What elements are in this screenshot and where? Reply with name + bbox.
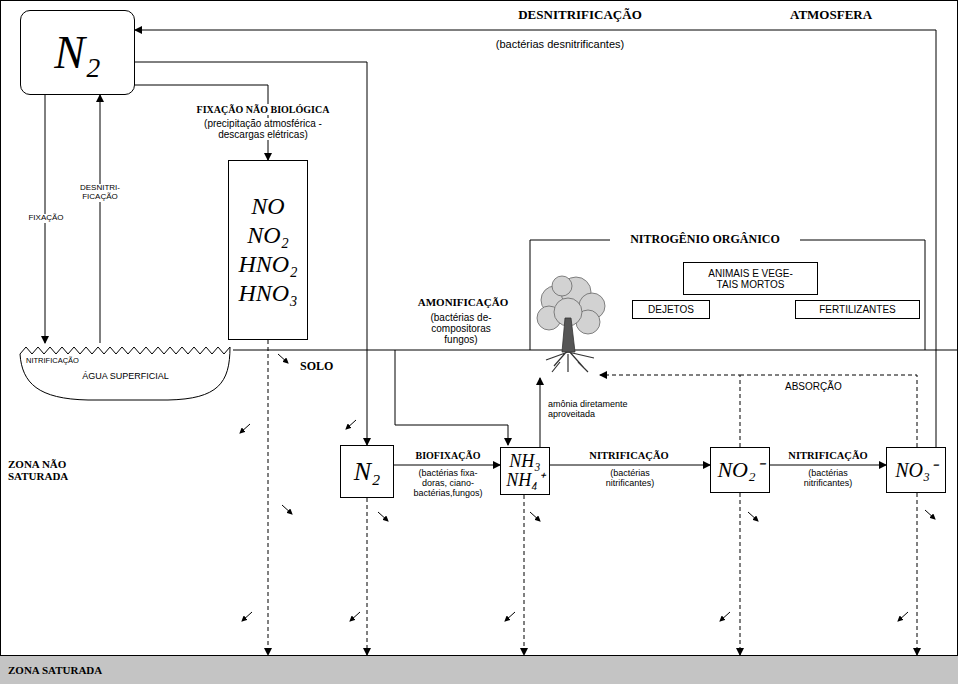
node-text: NO₂ xyxy=(238,221,297,250)
node-text: HNO₃ xyxy=(238,279,297,308)
absorption-arrow xyxy=(600,375,740,447)
nitrogen-reservoir-box: N₂ xyxy=(20,10,135,95)
edge-label: FIXAÇÃO NÃO BIOLÓGICA xyxy=(170,104,356,115)
annotation-label: ABSORÇÃO xyxy=(785,381,842,392)
connector xyxy=(550,465,710,466)
annotation-label: NITROGÊNIO ORGÂNICO xyxy=(612,233,798,246)
node-text: DEJETOS xyxy=(648,304,694,315)
soil-nitrogen-box: N₂ xyxy=(340,445,394,498)
node-text: NITRIFICAÇÃO xyxy=(26,357,106,365)
edge-label: NITRIFICAÇÃO xyxy=(770,450,886,462)
nitrite-box: NO₂⁻ xyxy=(710,447,770,493)
annotation-label: (bactérias nitrificantes) xyxy=(795,469,861,489)
annotation-label: (bactérias nitrificantes) xyxy=(597,469,663,489)
leaching-arrows xyxy=(240,354,935,621)
annotation-label: (bactérias desnitrificantes) xyxy=(440,38,680,50)
nitrate-box: NO₃⁻ xyxy=(886,447,946,493)
edge-label: DESNITRI- FICAÇÃO xyxy=(76,184,124,202)
node-text: NO₃⁻ xyxy=(895,460,937,480)
edge-label: BIOFIXAÇÃO xyxy=(396,450,500,461)
ammonification-arrow xyxy=(395,350,508,445)
soil-line xyxy=(233,350,958,351)
connector xyxy=(917,493,918,655)
ammonia-box: NH₃NH₄⁺ xyxy=(500,447,550,495)
connector xyxy=(135,62,367,445)
nitrogen-oxides-box: NONO₂HNO₂HNO₃ xyxy=(228,160,308,340)
node-text: ÁGUA SUPERFICIAL xyxy=(18,372,233,382)
annotation-label: (bactérias fixa- doras, ciano- bactérias… xyxy=(408,469,488,499)
annotation-label: (precipitação atmosférica - descargas el… xyxy=(183,118,343,140)
annotation-label: SOLO xyxy=(300,360,333,373)
waste-box: DEJETOS xyxy=(632,300,710,319)
surface-water-pool: NITRIFICAÇÃO ÁGUA SUPERFICIAL xyxy=(18,343,233,405)
annotation-label: AMONIFICAÇÃO xyxy=(398,296,528,308)
connector xyxy=(524,495,525,655)
node-text: NH₃ xyxy=(506,452,543,471)
absorption-line xyxy=(740,375,917,447)
node-text: NO xyxy=(238,192,297,221)
node-text: ZONA SATURADA xyxy=(8,664,102,676)
connector xyxy=(770,465,886,466)
connector xyxy=(740,493,741,655)
annotation-label: amônia diretamente aproveitada xyxy=(548,400,640,420)
annotation-label: ATMOSFERA xyxy=(790,8,872,22)
annotation-label: ZONA NÃO SATURADA xyxy=(8,458,80,482)
organic-matter-box: ANIMAIS E VEGE- TAIS MORTOS xyxy=(683,262,818,295)
node-text: N₂ xyxy=(354,459,380,485)
connector xyxy=(367,498,368,655)
edge-label: NITRIFICAÇÃO xyxy=(548,450,710,462)
organic-nitrogen-bracket xyxy=(530,240,925,350)
connector xyxy=(394,465,500,466)
edge-label: DESNITRIFICAÇÃO xyxy=(500,8,660,22)
connector xyxy=(268,340,269,655)
annotation-label: (bactérias de- compositoras fungos) xyxy=(423,312,499,345)
ammonia-uptake-arrow xyxy=(540,378,541,447)
node-text: HNO₂ xyxy=(238,250,297,279)
node-text: NH₄⁺ xyxy=(506,471,543,490)
edge-label: FIXAÇÃO xyxy=(20,214,72,223)
connector xyxy=(135,30,936,447)
node-text: N₂ xyxy=(54,30,101,76)
fertilizer-box: FERTILIZANTES xyxy=(795,300,920,319)
node-text: NO₂⁻ xyxy=(717,459,762,481)
connector xyxy=(100,95,101,343)
node-text: FERTILIZANTES xyxy=(819,304,896,315)
saturated-zone-band: ZONA SATURADA xyxy=(0,655,958,684)
node-text: ANIMAIS E VEGE- TAIS MORTOS xyxy=(703,268,798,290)
tree-illustration xyxy=(537,276,605,372)
